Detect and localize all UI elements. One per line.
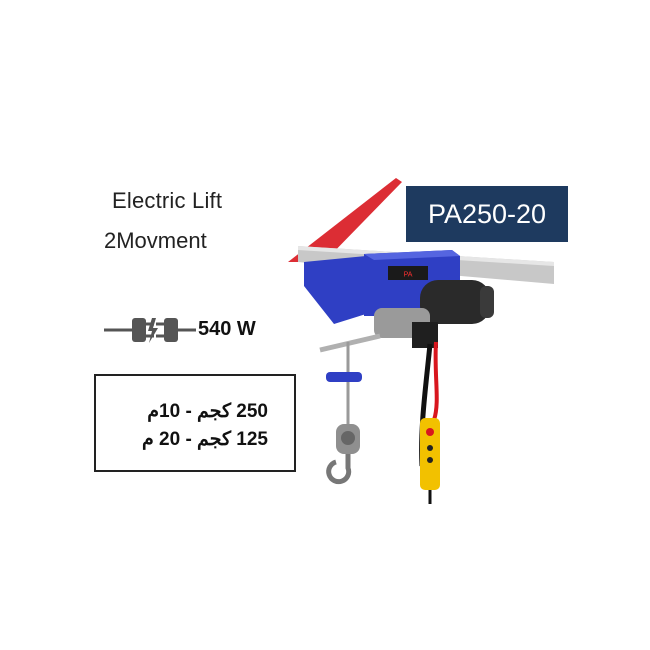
- capacity-line-1: 250 كجم - 10م: [147, 401, 268, 422]
- capacity-box: 250 كجم - 10م 125 كجم - 20 م: [94, 374, 296, 472]
- power-plug-icon: [104, 318, 196, 343]
- electric-hoist-image: PA: [288, 178, 554, 504]
- product-title: Electric Lift: [112, 188, 223, 213]
- svg-text:PA: PA: [404, 272, 413, 279]
- product-subtitle: 2Movment: [104, 228, 207, 253]
- capacity-line-2: 125 كجم - 20 م: [141, 429, 268, 450]
- power-rating: 540 W: [198, 318, 256, 340]
- model-badge: PA250-20: [406, 186, 568, 242]
